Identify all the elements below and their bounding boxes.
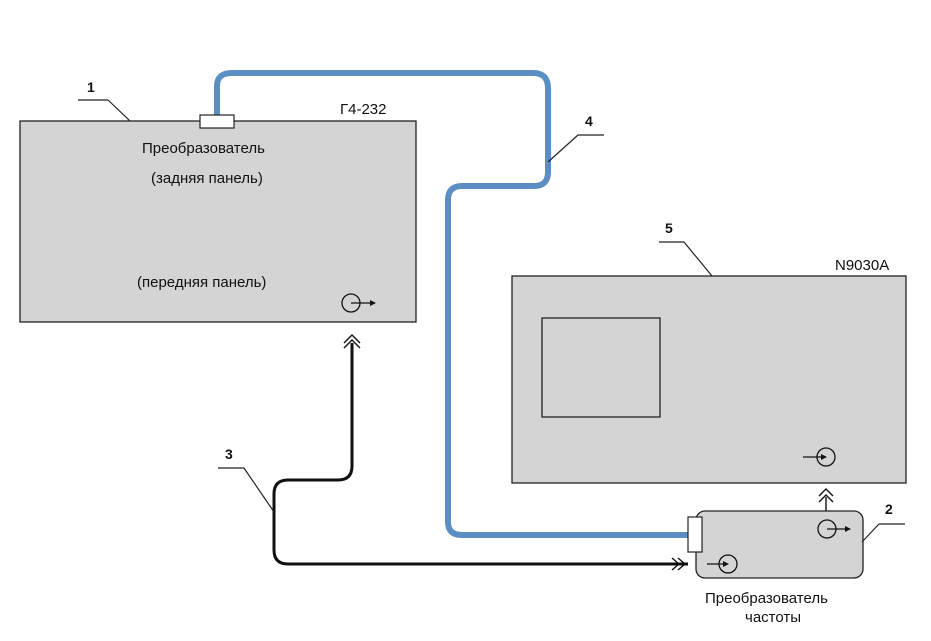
converter-connector [687, 516, 703, 553]
device-2-label-line2: частоты [745, 609, 801, 626]
label-4: 4 [585, 113, 593, 129]
device-1-panel [19, 120, 417, 323]
device-5-model: N9030A [835, 257, 889, 274]
converter-output-port-icon [817, 519, 851, 539]
device-1-rear-panel-label: (задняя панель) [151, 170, 263, 187]
output-port-icon [341, 293, 376, 313]
device-1-front-panel-label: (передняя панель) [137, 274, 266, 291]
rear-connector [199, 114, 235, 129]
converter-input-port-icon [707, 554, 738, 574]
cable-3-black [272, 343, 688, 566]
label-2: 2 [885, 501, 893, 517]
device-5-screen [541, 317, 661, 418]
converter-to-analyzer-connector-icon [818, 488, 834, 512]
label-5: 5 [665, 220, 673, 236]
label-3: 3 [225, 446, 233, 462]
device-2-label-line1: Преобразователь [705, 590, 828, 607]
device-1-model: Г4-232 [340, 101, 387, 118]
label-1: 1 [87, 79, 95, 95]
device-2-body [695, 510, 864, 579]
cable-3-connector-icon [343, 334, 361, 349]
cable-4-blue [214, 70, 693, 538]
cable-3-converter-connector-icon [671, 557, 687, 571]
device-1-rear-title: Преобразователь [142, 140, 265, 157]
input-port-icon [803, 447, 836, 467]
